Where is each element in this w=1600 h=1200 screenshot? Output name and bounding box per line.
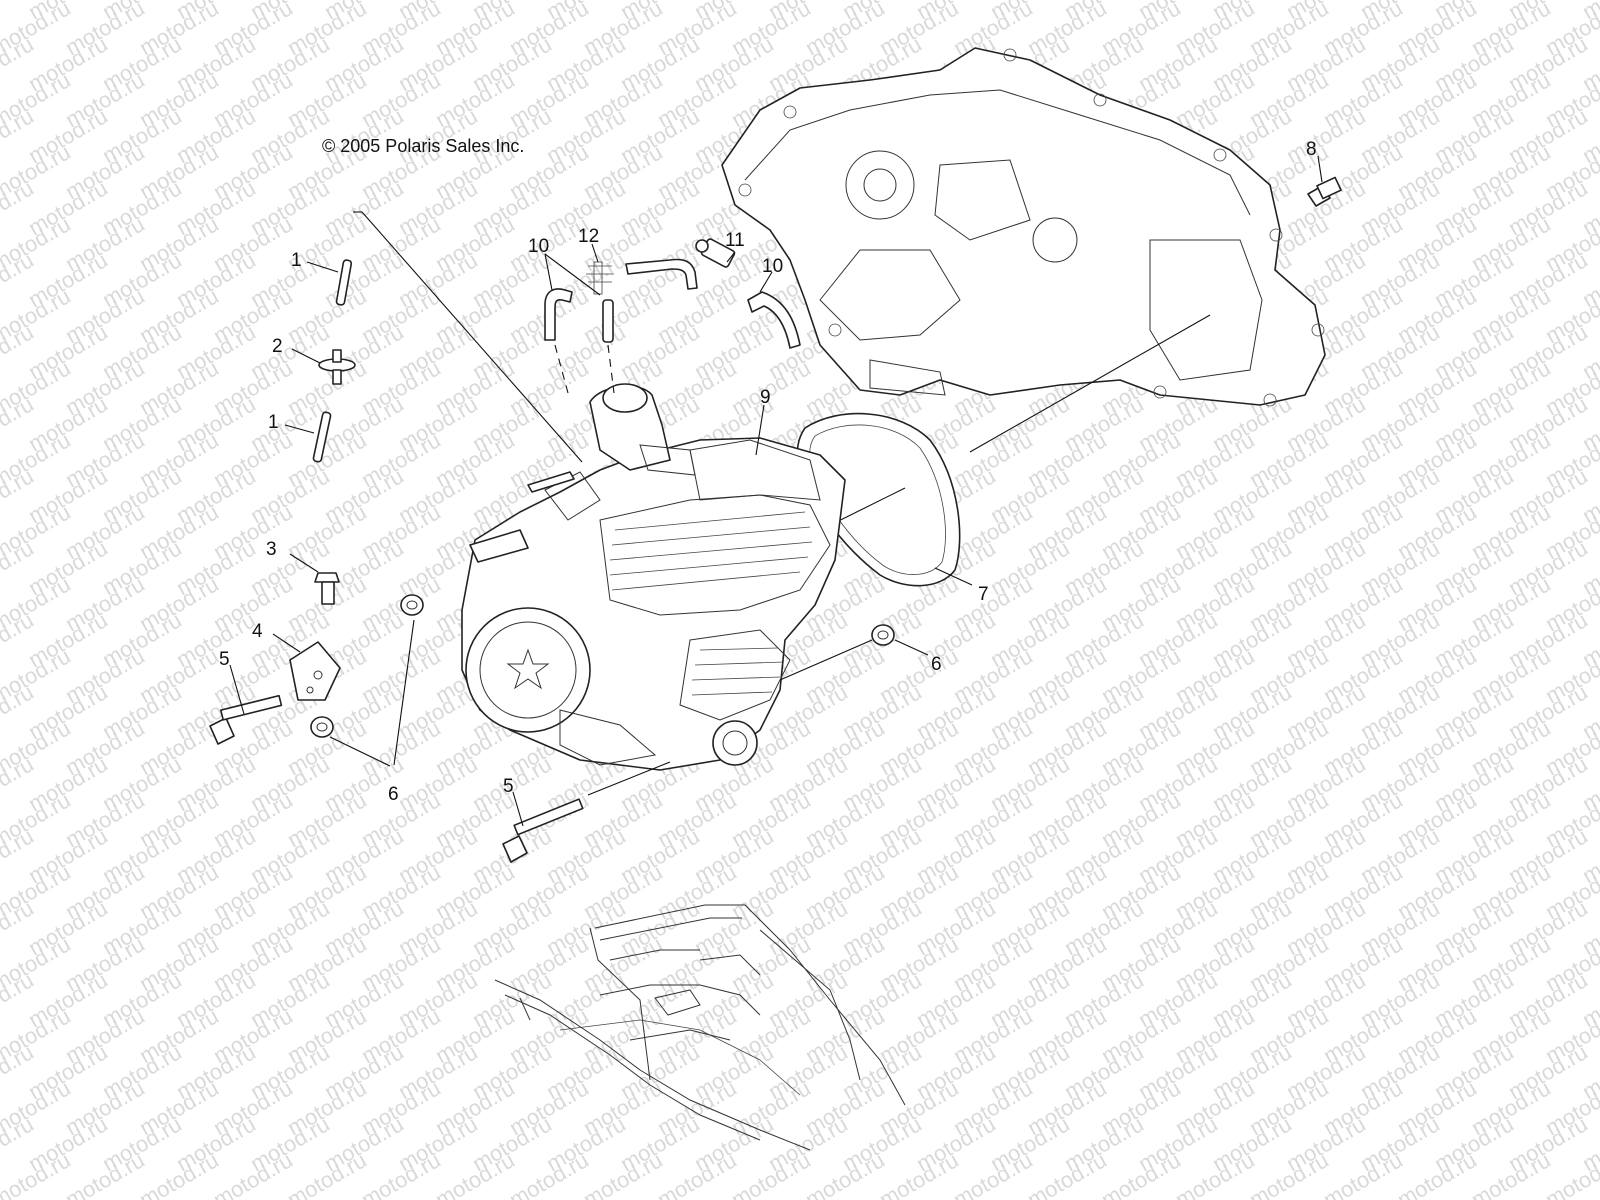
part-6-nut-upper xyxy=(400,594,424,616)
callout-3: 3 xyxy=(266,539,277,560)
copyright-text: © 2005 Polaris Sales Inc. xyxy=(322,136,524,156)
callout-4: 4 xyxy=(252,621,263,642)
callout-5a: 5 xyxy=(219,649,230,670)
part-6-nut-right xyxy=(871,624,895,646)
callout-6b: 6 xyxy=(931,654,942,675)
callout-8: 8 xyxy=(1306,139,1317,160)
callout-12: 12 xyxy=(578,226,599,247)
callout-9: 9 xyxy=(760,387,771,408)
callout-5b: 5 xyxy=(503,776,514,797)
callout-1a: 1 xyxy=(291,250,302,271)
part-10-hose-middle xyxy=(602,299,614,343)
callout-2: 2 xyxy=(272,336,283,357)
callout-7: 7 xyxy=(978,584,989,605)
part-6-nut-lower xyxy=(310,716,334,738)
callout-6a: 6 xyxy=(388,784,399,805)
callout-1b: 1 xyxy=(268,412,279,433)
callout-10b: 10 xyxy=(762,256,783,277)
callout-10a: 10 xyxy=(528,236,549,257)
callout-11: 11 xyxy=(725,230,745,251)
